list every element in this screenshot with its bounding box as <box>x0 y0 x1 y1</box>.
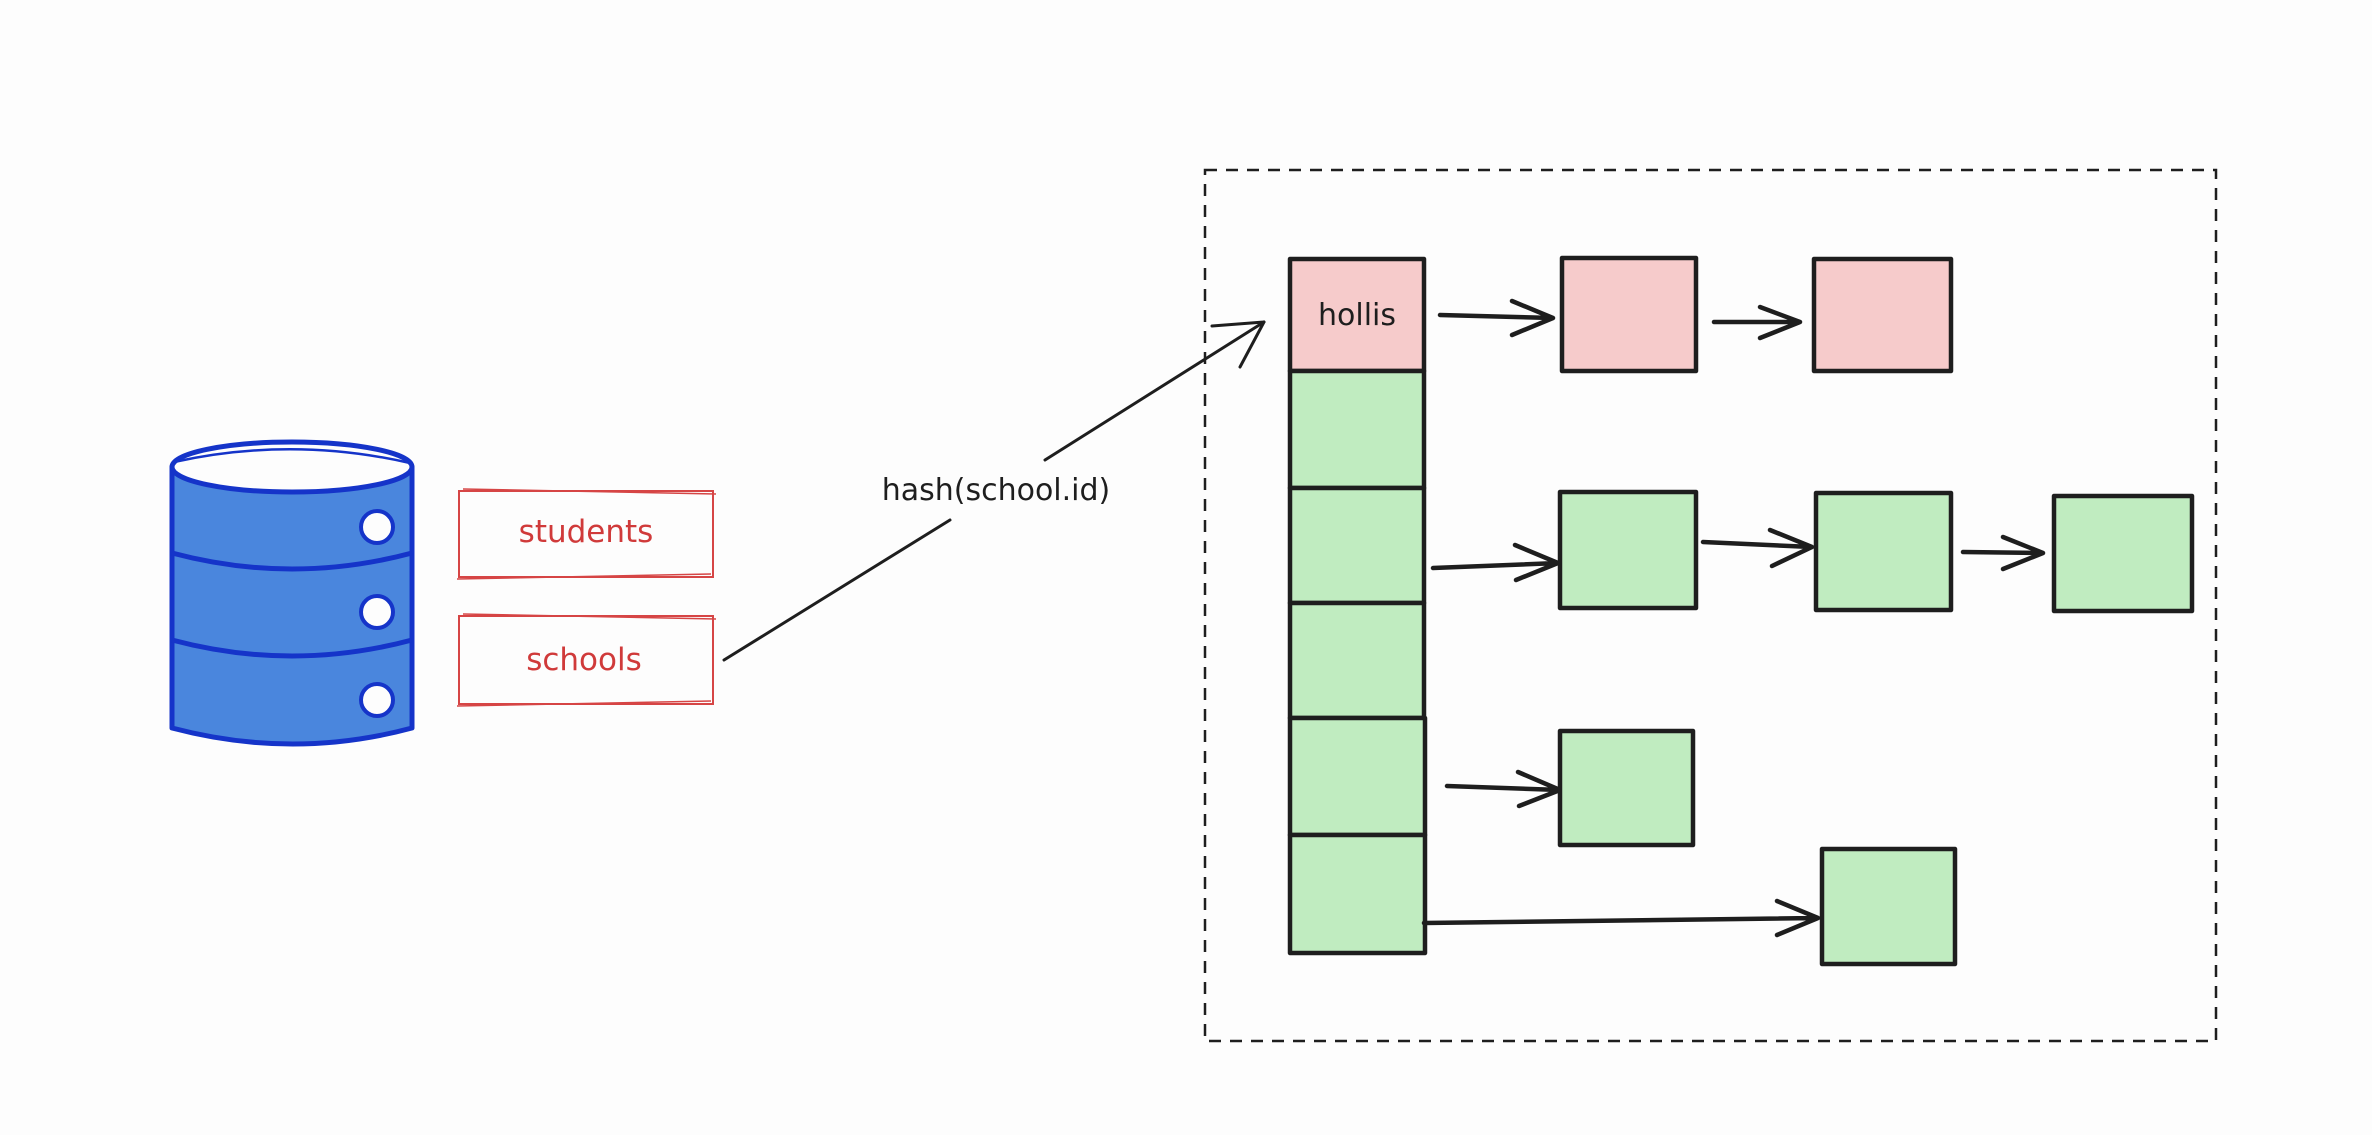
bucket-2 <box>1287 485 1427 606</box>
table-schools: schools <box>456 613 717 707</box>
table-students-label: students <box>519 514 654 550</box>
bucket-3 <box>1287 600 1427 721</box>
chain-arrow <box>1711 304 1803 341</box>
table-students: students <box>456 488 717 580</box>
chain-node <box>1559 255 1699 374</box>
bucket-0: hollis <box>1287 256 1427 374</box>
hash-function-label: hash(school.id) <box>882 473 1111 508</box>
bucket-5 <box>1287 832 1428 956</box>
bucket-0-label: hollis <box>1318 298 1396 333</box>
chain-arrow <box>1444 769 1563 809</box>
chain-node <box>2051 493 2195 614</box>
chain-node <box>1557 728 1696 848</box>
chain-arrow <box>1700 527 1815 569</box>
chain-arrow <box>1437 298 1556 338</box>
bucket-1 <box>1287 368 1427 491</box>
chain-arrow <box>1421 898 1821 938</box>
bucket-4 <box>1287 715 1428 838</box>
hash-table-container <box>1203 168 2218 1043</box>
database-icon <box>169 439 415 747</box>
chain-node <box>1811 256 1954 374</box>
chain-node <box>1819 846 1958 967</box>
chain-arrow <box>1960 534 2046 572</box>
chain-node <box>1557 489 1699 611</box>
hash-arrow: hash(school.id) <box>722 320 1266 662</box>
chain-node <box>1813 490 1954 613</box>
chain-arrow <box>1430 542 1561 583</box>
table-schools-label: schools <box>526 642 642 678</box>
